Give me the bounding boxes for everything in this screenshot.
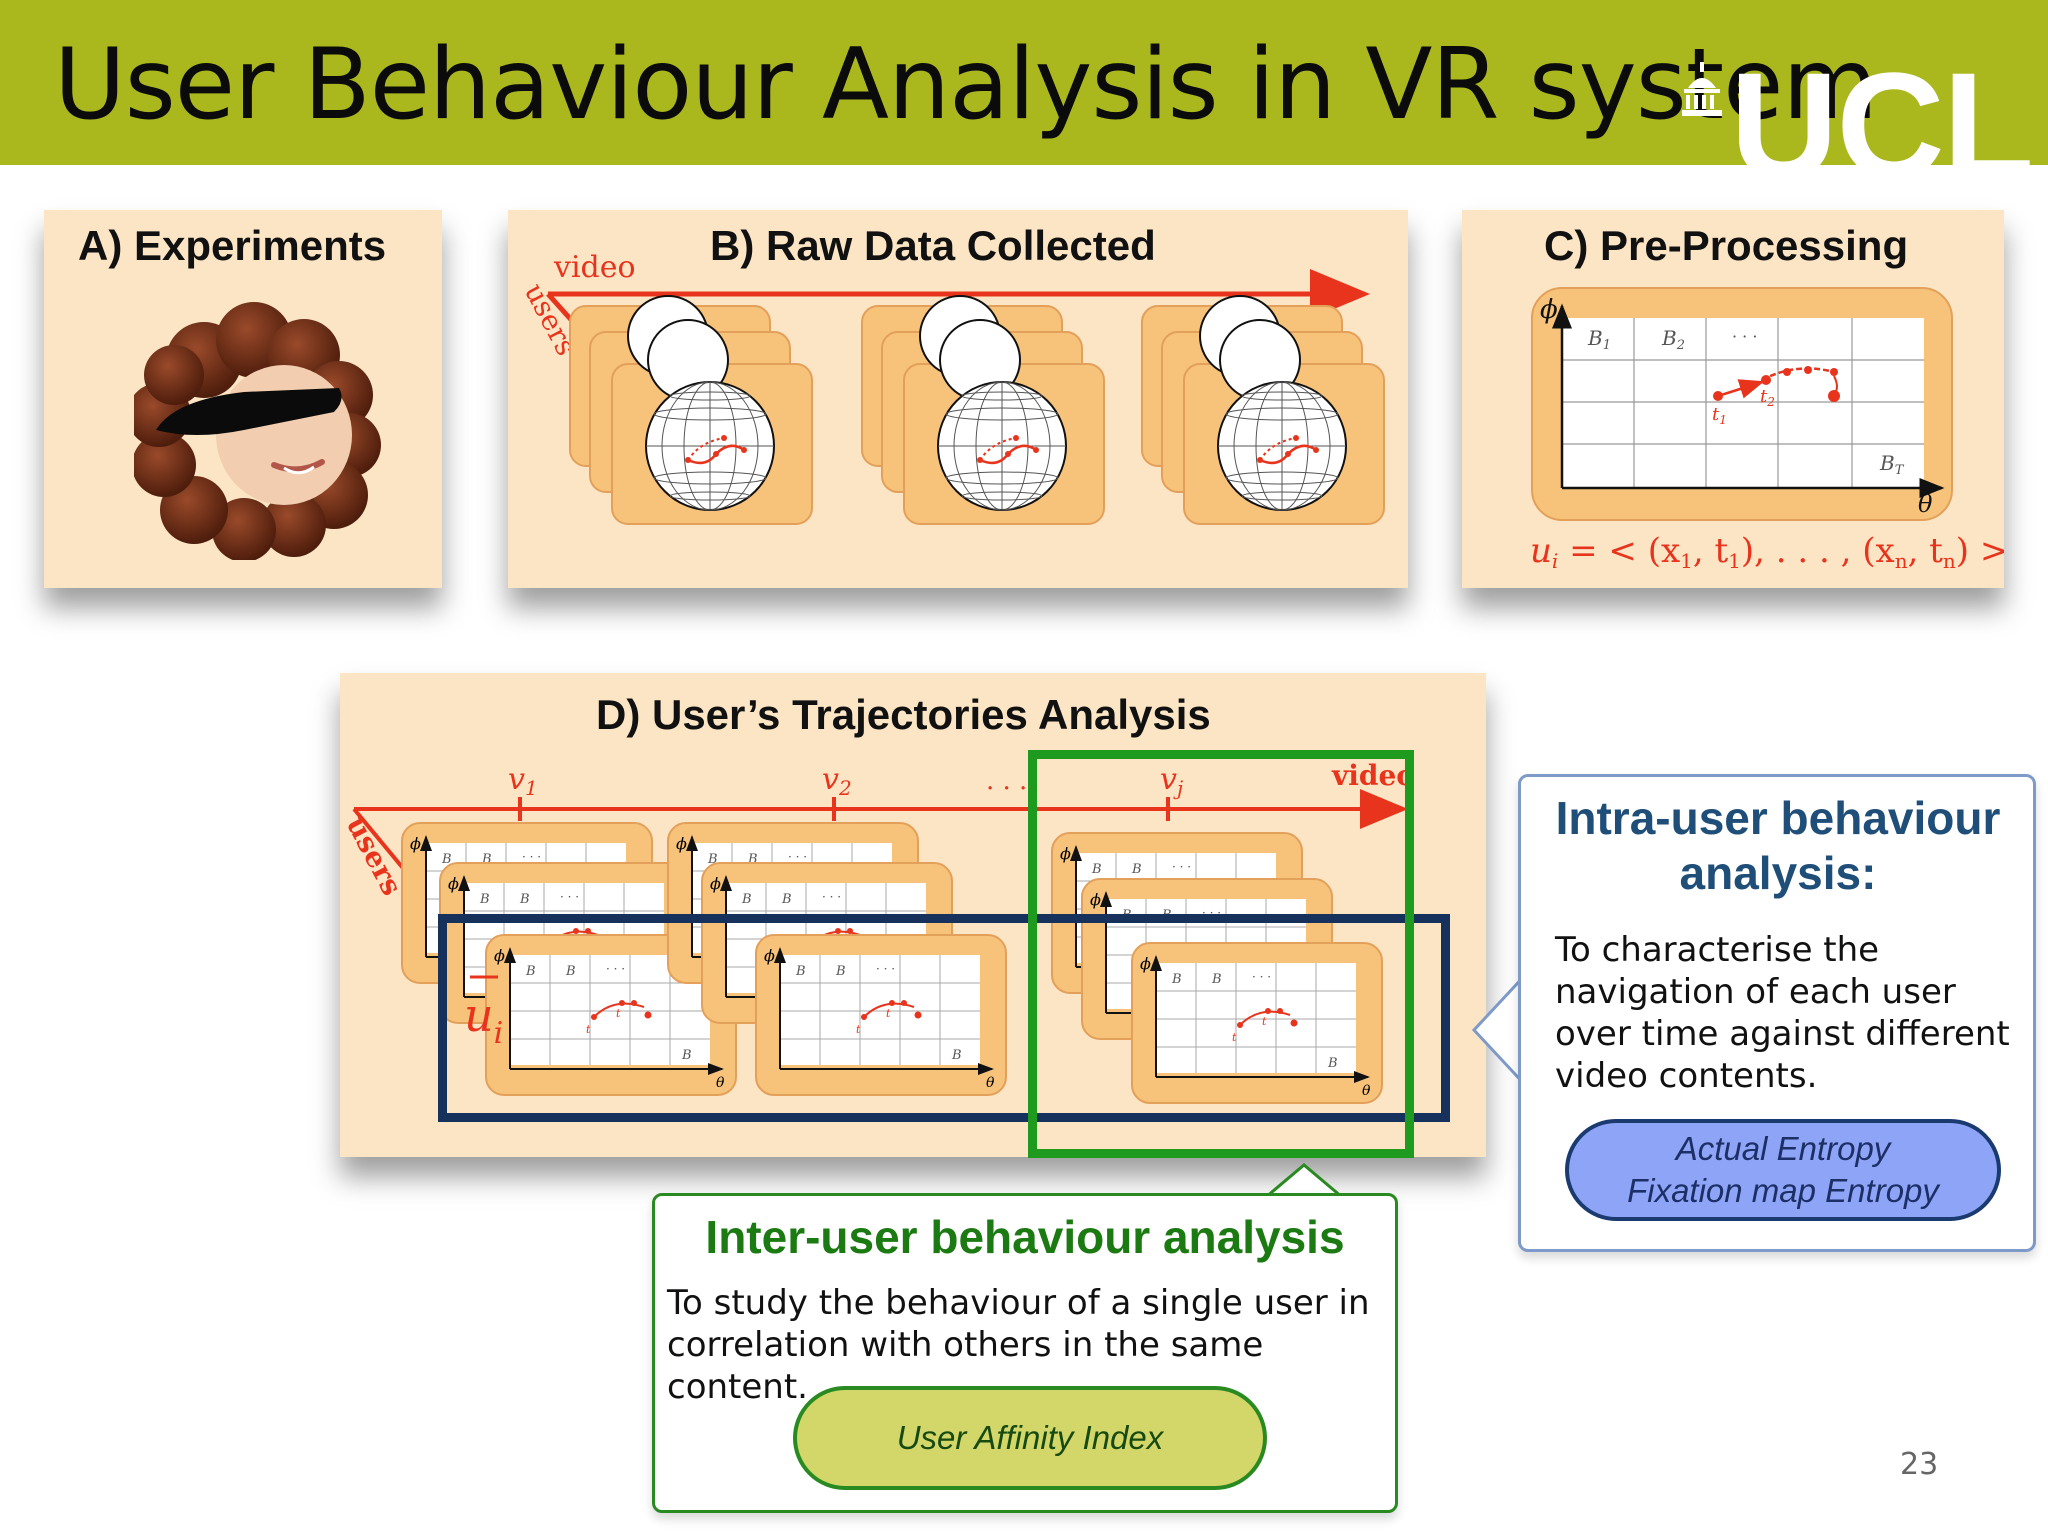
- inter-callout-title: Inter-user behaviour analysis: [705, 1211, 1345, 1263]
- formula-tn: , t: [1908, 531, 1944, 571]
- pre-bt-label: B: [1879, 451, 1895, 475]
- svg-text:B2: B2: [1661, 326, 1685, 353]
- inter-callout-pointer: [1265, 1163, 1343, 1199]
- traj-v2: v: [822, 762, 839, 797]
- pre-phi-label: ϕ: [1540, 295, 1558, 325]
- inter-callout-body: To study the behaviour of a single user …: [667, 1283, 1370, 1407]
- pre-b1-label: B: [1587, 326, 1603, 350]
- panel-raw-data-title: B) Raw Data Collected: [710, 222, 1156, 269]
- panel-raw-data: B) Raw Data Collected: [508, 210, 1408, 588]
- formula-t: , t: [1693, 531, 1729, 571]
- traj-ui: u: [464, 988, 494, 1042]
- svg-text:ui: ui: [464, 988, 503, 1051]
- actual-entropy-label: Actual Entropy: [1675, 1130, 1891, 1167]
- panel-experiments-title: A) Experiments: [78, 222, 387, 269]
- pre-dots: · · ·: [1732, 327, 1757, 346]
- traj-v1-sub: 1: [525, 776, 538, 800]
- traj-vj-sub: j: [1173, 776, 1183, 800]
- page-number: 23: [1900, 1447, 1939, 1482]
- ucl-logo-text: UCL: [1730, 41, 2034, 209]
- panel-preprocessing: C) Pre-Processing ϕ θ B1: [1462, 210, 2004, 588]
- pre-bt-sub: T: [1895, 463, 1905, 478]
- formula-u: u: [1530, 531, 1552, 571]
- traj-v2-sub: 2: [838, 776, 852, 800]
- formula-sub-n1: n: [1895, 549, 1908, 573]
- svg-text:vj: vj: [1160, 762, 1183, 800]
- raw-video-label: video: [553, 250, 636, 285]
- pre-b1-sub: 1: [1603, 338, 1611, 353]
- fixation-map-entropy-label: Fixation map Entropy: [1627, 1172, 1939, 1209]
- user-affinity-index-pill[interactable]: User Affinity Index: [793, 1386, 1267, 1490]
- pre-formula: ui = < (x1, t1), . . . , (xn, tn) >: [1530, 531, 2004, 573]
- intra-callout-pointer: [1471, 970, 1530, 1090]
- raw-data-diagram: video users: [518, 250, 1385, 525]
- traj-ellipsis: . . .: [986, 766, 1027, 796]
- svg-text:BT: BT: [1879, 451, 1905, 478]
- svg-text:v2: v2: [822, 762, 852, 800]
- pre-b2-sub: 2: [1676, 338, 1685, 353]
- traj-vj: v: [1160, 762, 1177, 797]
- formula-sub-2: 1: [1728, 549, 1741, 573]
- svg-text:v1: v1: [508, 762, 538, 800]
- formula-sub-1: 1: [1680, 549, 1693, 573]
- traj-ui-sub: i: [494, 1016, 504, 1051]
- traj-v1: v: [508, 762, 525, 797]
- traj-users-label: users: [340, 811, 409, 901]
- pre-t1-sub: 1: [1719, 413, 1727, 427]
- pre-theta-label: θ: [1918, 490, 1933, 518]
- ucl-portico-icon: [1682, 62, 1722, 116]
- traj-video-label: video: [1331, 759, 1415, 792]
- user-affinity-index-label: User Affinity Index: [896, 1419, 1164, 1456]
- svg-text:t1: t1: [1712, 404, 1727, 427]
- formula-end: ) >: [1956, 531, 2004, 571]
- formula-i: i: [1552, 549, 1558, 573]
- pre-b2-label: B: [1661, 326, 1677, 350]
- pre-t1-label: t: [1712, 404, 1720, 425]
- inter-user-callout: Inter-user behaviour analysis To study t…: [652, 1193, 1398, 1513]
- panel-trajectories-title: D) User’s Trajectories Analysis: [596, 691, 1211, 738]
- ucl-logo: UCL: [1680, 50, 2034, 200]
- panel-preprocessing-title: C) Pre-Processing: [1544, 222, 1909, 269]
- intra-user-callout: Intra-user behaviour analysis: To charac…: [1518, 774, 2036, 1252]
- formula-mid: ), . . . , (x: [1741, 531, 1895, 571]
- formula-sub-n2: n: [1943, 549, 1956, 573]
- pre-t2-sub: 2: [1766, 395, 1775, 409]
- slide-title: User Behaviour Analysis in VR system: [54, 28, 1878, 142]
- entropy-measures-pill[interactable]: Actual Entropy Fixation map Entropy: [1565, 1119, 2001, 1221]
- intra-callout-title: Intra-user behaviour analysis:: [1555, 792, 2001, 900]
- preprocessing-diagram: ϕ θ B1 B2 · · · BT t1 t2 ui = < (x1, t1)…: [1530, 287, 2004, 573]
- video-column-highlight-box: [1028, 750, 1414, 1158]
- svg-text:t2: t2: [1760, 386, 1775, 409]
- panel-experiments: A) Experiments: [44, 210, 442, 588]
- pre-t2-label: t: [1760, 386, 1768, 407]
- vr-user-avatar-icon: [134, 302, 381, 560]
- trajectories-diagram: ϕ θ B B · · · B t t v1 v2: [340, 759, 1415, 1157]
- header-bar: User Behaviour Analysis in VR system UCL: [0, 0, 2048, 200]
- user-row-highlight-box: [438, 914, 1450, 1122]
- svg-text:B1: B1: [1587, 326, 1611, 353]
- intra-callout-body: To characterise the navigation of each u…: [1555, 930, 2010, 1096]
- formula-rhs: = < (x: [1558, 531, 1680, 571]
